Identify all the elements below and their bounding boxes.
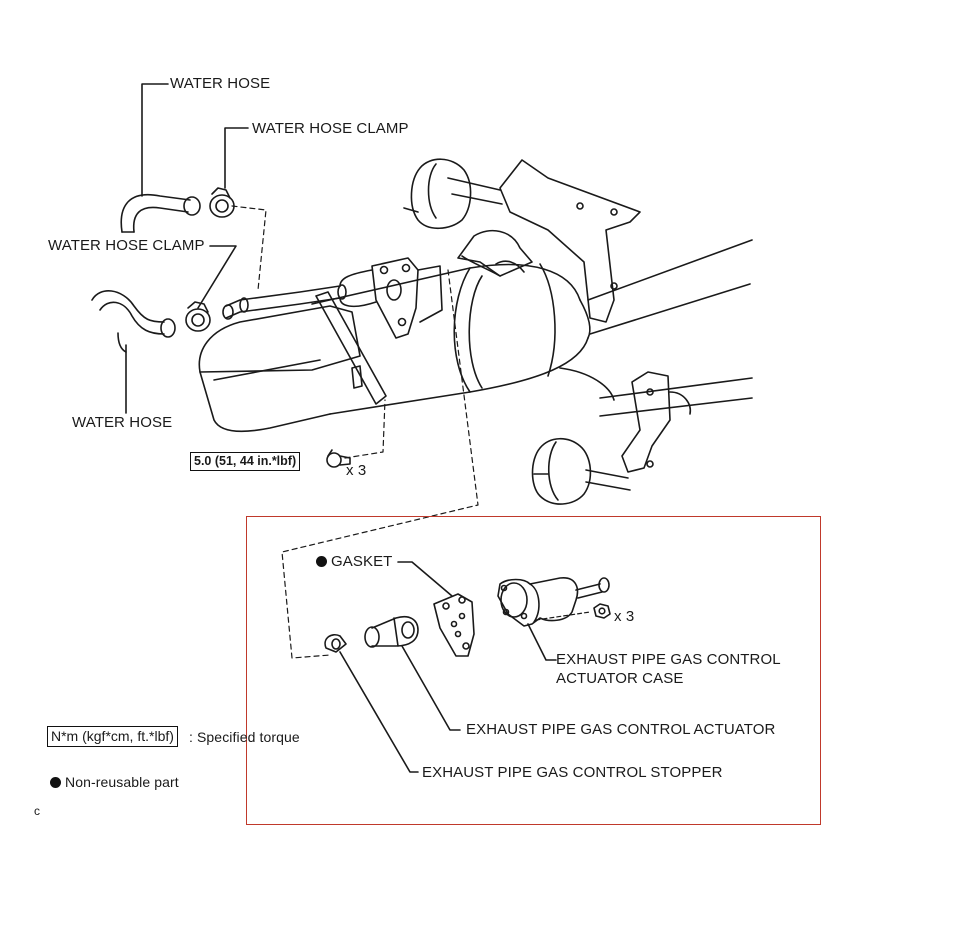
legend-nonreusable: Non-reusable part <box>50 773 179 791</box>
legend-dot-icon <box>50 777 61 788</box>
nonreusable-dot-icon <box>316 556 327 567</box>
legend-torque-desc: : Specified torque <box>189 729 300 745</box>
water-hose-clamp-upper-part <box>209 187 235 218</box>
water-hose-upper-part <box>120 193 201 233</box>
nut-part <box>593 603 611 619</box>
lower-hanger-bracket <box>621 371 692 473</box>
torque-spec-box: 5.0 (51, 44 in.*lbf) <box>190 452 301 471</box>
gas-control-actuator-case-part <box>497 577 610 627</box>
leader-water-hose-clamp-top <box>224 127 249 189</box>
dashed-hose-clamp-route <box>231 205 267 291</box>
label-water-hose-clamp-mid: WATER HOSE CLAMP <box>48 237 205 254</box>
label-actuator: EXHAUST PIPE GAS CONTROL ACTUATOR <box>466 721 776 738</box>
upper-heat-shield <box>457 229 533 277</box>
dashed-bolt-route <box>344 399 386 459</box>
lower-rubber-mount <box>531 437 631 505</box>
leader-water-hose-clamp-mid <box>197 245 237 309</box>
exploded-view-highlight-frame <box>246 516 821 825</box>
legend-torque-unit-box: N*m (kgf*cm, ft.*lbf) <box>47 726 178 747</box>
leader-water-hose-top <box>141 83 169 197</box>
legend-nonreusable-text: Non-reusable part <box>65 774 179 790</box>
dashed-actuator-route <box>281 269 479 659</box>
label-water-hose-bottom: WATER HOSE <box>72 414 173 431</box>
exhaust-converter-body <box>198 239 753 433</box>
label-water-hose-top: WATER HOSE <box>170 75 271 92</box>
upper-hanger-bracket <box>499 159 641 323</box>
nut-quantity: x 3 <box>614 608 635 625</box>
label-actuator-case-line1: EXHAUST PIPE GAS CONTROL <box>556 651 781 668</box>
exhaust-stay-bracket <box>315 265 443 405</box>
bolt-part <box>326 449 351 468</box>
bolt-quantity: x 3 <box>346 462 367 479</box>
coolant-pipe-part <box>222 285 341 320</box>
label-water-hose-clamp-top: WATER HOSE CLAMP <box>252 120 409 137</box>
water-hose-lower-part <box>91 290 176 353</box>
label-stopper: EXHAUST PIPE GAS CONTROL STOPPER <box>422 764 723 781</box>
upper-rubber-mount <box>403 158 503 230</box>
actuator-mount-flange <box>337 257 419 339</box>
dashed-nut-route <box>535 611 591 621</box>
gas-control-actuator-part <box>364 615 419 648</box>
label-actuator-case-line2: ACTUATOR CASE <box>556 670 684 687</box>
corner-mark: c <box>34 804 41 818</box>
leader-stopper <box>339 651 419 773</box>
gas-control-stopper-part <box>324 633 347 653</box>
label-gasket: GASKET <box>316 553 392 571</box>
leader-actuator-case <box>527 623 557 661</box>
water-hose-clamp-lower-part <box>185 301 211 332</box>
leader-gasket <box>397 561 453 597</box>
gasket-part <box>433 593 475 657</box>
leader-actuator <box>401 645 461 731</box>
label-gasket-text: GASKET <box>331 553 393 570</box>
